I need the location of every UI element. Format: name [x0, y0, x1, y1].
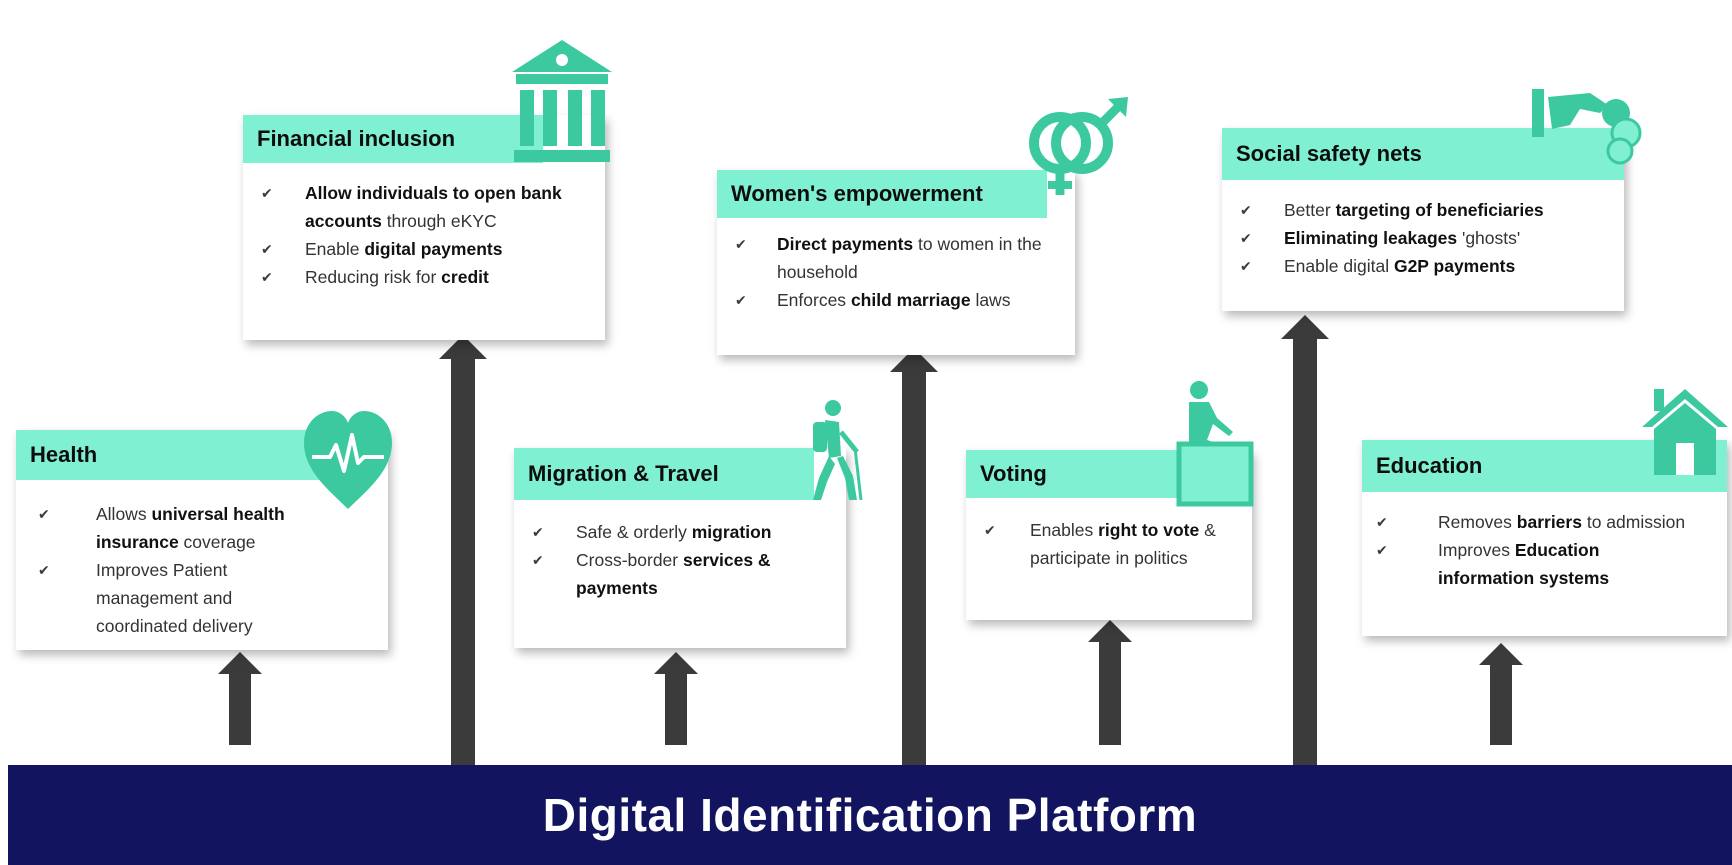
- digital-identification-platform-bar: Digital Identification Platform: [8, 765, 1732, 865]
- checkmark-icon: ✔: [1376, 514, 1388, 530]
- checkmark-icon: ✔: [38, 506, 50, 522]
- list-item: ✔Enables right to vote & participate in …: [984, 516, 1222, 572]
- womens-empowerment-list: ✔Direct payments to women in the househo…: [717, 222, 1075, 324]
- education-list: ✔Removes barriers to admission ✔Improves…: [1362, 500, 1727, 602]
- financial-inclusion-card: Financial inclusion ✔Allow individuals t…: [243, 115, 605, 340]
- checkmark-icon: ✔: [38, 562, 50, 578]
- social-safety-nets-list: ✔Better targeting of beneficiaries ✔Elim…: [1222, 188, 1624, 290]
- ballot-box-icon: [1175, 378, 1255, 513]
- checkmark-icon: ✔: [1240, 202, 1252, 218]
- bank-icon: [510, 38, 615, 173]
- list-item: ✔Better targeting of beneficiaries: [1240, 196, 1610, 224]
- hand-coins-icon: [1530, 85, 1650, 175]
- list-item: ✔Enforces child marriage laws: [735, 286, 1051, 314]
- hiker-icon: [795, 398, 865, 508]
- checkmark-icon: ✔: [1240, 230, 1252, 246]
- arrow-financial-inclusion: [437, 335, 489, 770]
- arrow-social-safety-nets: [1279, 315, 1331, 770]
- gender-symbols-icon: [1020, 95, 1130, 210]
- list-item: ✔Cross-border services & payments: [532, 546, 832, 602]
- education-card: Education ✔Removes barriers to admission…: [1362, 440, 1727, 636]
- arrow-migration: [653, 652, 699, 745]
- list-item: ✔Direct payments to women in the househo…: [735, 230, 1051, 286]
- list-item: ✔Allows universal health insurance cover…: [38, 500, 328, 556]
- womens-empowerment-title: Women's empowerment: [717, 170, 1047, 218]
- list-item: ✔Enable digital G2P payments: [1240, 252, 1610, 280]
- checkmark-icon: ✔: [261, 269, 273, 285]
- migration-travel-title: Migration & Travel: [514, 448, 814, 500]
- checkmark-icon: ✔: [984, 522, 996, 538]
- womens-empowerment-card: Women's empowerment ✔Direct payments to …: [717, 170, 1075, 355]
- checkmark-icon: ✔: [532, 552, 544, 568]
- financial-inclusion-title: Financial inclusion: [243, 115, 543, 163]
- list-item: ✔Enable digital payments: [261, 235, 577, 263]
- migration-travel-card: Migration & Travel ✔Safe & orderly migra…: [514, 448, 846, 648]
- checkmark-icon: ✔: [261, 185, 273, 201]
- list-item: ✔Safe & orderly migration: [532, 518, 832, 546]
- school-house-icon: [1640, 385, 1730, 482]
- list-item: ✔Eliminating leakages 'ghosts': [1240, 224, 1610, 252]
- list-item: ✔Allow individuals to open bank accounts…: [261, 179, 577, 235]
- financial-inclusion-list: ✔Allow individuals to open bank accounts…: [243, 171, 605, 301]
- arrow-womens-empowerment: [888, 348, 940, 770]
- social-safety-nets-card: Social safety nets ✔Better targeting of …: [1222, 128, 1624, 311]
- health-card-title: Health: [16, 430, 336, 480]
- voting-list: ✔Enables right to vote & participate in …: [966, 508, 1252, 582]
- checkmark-icon: ✔: [261, 241, 273, 257]
- checkmark-icon: ✔: [1376, 542, 1388, 558]
- arrow-voting: [1087, 620, 1133, 745]
- checkmark-icon: ✔: [735, 236, 747, 252]
- list-item: ✔Reducing risk for credit: [261, 263, 577, 291]
- checkmark-icon: ✔: [735, 292, 747, 308]
- migration-travel-list: ✔Safe & orderly migration ✔Cross-border …: [514, 510, 846, 612]
- voting-title: Voting: [966, 450, 1186, 498]
- heart-pulse-icon: [300, 405, 396, 520]
- health-card-list: ✔Allows universal health insurance cover…: [16, 492, 388, 650]
- arrow-health: [217, 652, 263, 745]
- arrow-education: [1478, 643, 1524, 745]
- checkmark-icon: ✔: [1240, 258, 1252, 274]
- list-item: ✔Improves Education information systems: [1376, 536, 1697, 592]
- social-safety-nets-title: Social safety nets: [1222, 128, 1624, 180]
- list-item: ✔Removes barriers to admission: [1376, 508, 1697, 536]
- list-item: ✔Improves Patient management and coordin…: [38, 556, 328, 640]
- checkmark-icon: ✔: [532, 524, 544, 540]
- platform-label: Digital Identification Platform: [542, 789, 1198, 841]
